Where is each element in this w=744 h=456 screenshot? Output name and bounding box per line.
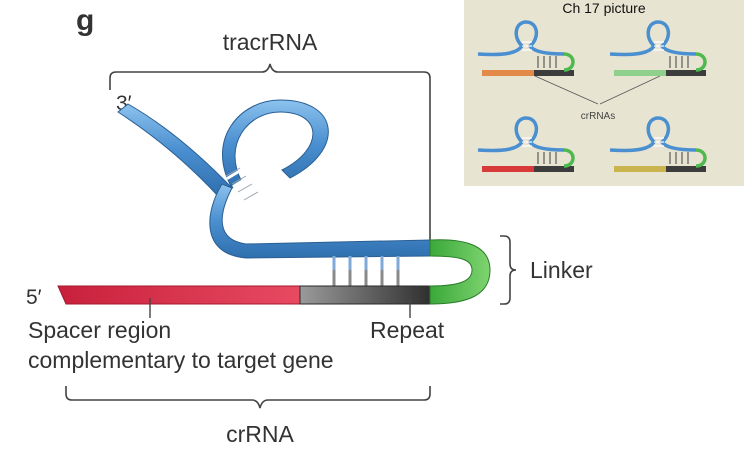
- five-prime-label: 5′: [26, 286, 42, 309]
- tracrrna-bracket: [109, 63, 431, 240]
- inset-guide-2: [609, 20, 707, 76]
- inset-connector-lines: [534, 75, 661, 105]
- inset-guide-1: [477, 20, 575, 76]
- inset-picture: Ch 17 picture crRNAs: [464, 0, 744, 186]
- inset-guide-4: [609, 116, 707, 172]
- tracrrna-stem-loop: [222, 99, 329, 189]
- crrna-label: crRNA: [226, 421, 294, 447]
- linker-strand: [429, 239, 491, 305]
- tracrrna-tail-strand: [117, 103, 233, 197]
- repeat-region-strand: [299, 285, 433, 305]
- stem-base-pairs: [226, 170, 258, 202]
- spacer-region-strand: [57, 285, 301, 305]
- spacer-region-label: Spacer region: [28, 317, 171, 343]
- inset-guide-3: [477, 116, 575, 172]
- cutoff-title-fragment: g: [76, 4, 94, 37]
- spacer-region-description: complementary to target gene: [28, 347, 334, 373]
- inset-crrnas-label: crRNAs: [581, 111, 615, 122]
- stem-base-pairs-outline: [225, 167, 259, 201]
- tracrrna-label: tracrRNA: [223, 29, 318, 55]
- linker-label: Linker: [530, 257, 593, 283]
- linker-bracket: [500, 235, 517, 305]
- crrna-bracket: [65, 386, 431, 409]
- inset-title: Ch 17 picture: [562, 0, 645, 16]
- tracrrna-lower-strand: [209, 183, 431, 259]
- repeat-base-pairs-lower: [332, 270, 400, 286]
- repeat-label: Repeat: [370, 317, 445, 343]
